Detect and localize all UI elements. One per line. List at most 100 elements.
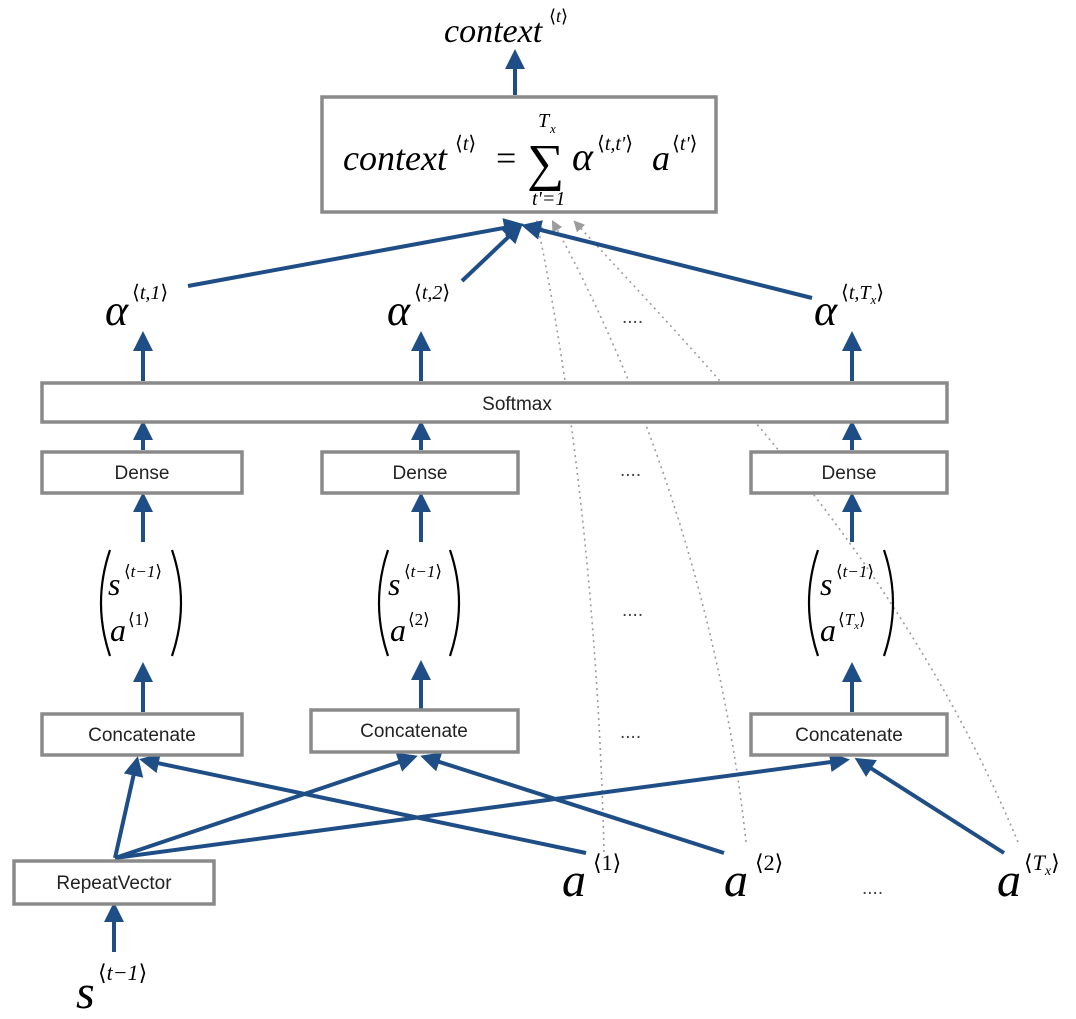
vector-2-a-sup: ⟨2⟩ [408, 610, 430, 630]
repeat-vector-box-frame [12, 859, 216, 906]
concat-vector-Tx: s ⟨t−1⟩ a ⟨Tx⟩ [807, 549, 895, 657]
vector-Tx-s-sup: ⟨t−1⟩ [836, 562, 874, 582]
formula-upper-sub: x [549, 121, 556, 136]
vector-2-s: s [388, 566, 400, 602]
arrow-alpha1-context [187, 218, 524, 288]
activation-a2-sup-text: 2 [764, 850, 775, 875]
activation-aTx: a ⟨Tx⟩ [997, 850, 1060, 907]
vector-Tx-a: a [820, 612, 836, 648]
concatenate-box-Tx-label: Concatenate [795, 725, 903, 746]
arrow-alphaTx-context [521, 220, 813, 300]
dense-box-2: Dense [320, 450, 520, 495]
formula-alpha: α [572, 134, 594, 179]
repeat-vector-box: RepeatVector [12, 859, 216, 906]
vector-2-left-paren [377, 549, 390, 657]
formula-lhs-sup: ⟨t⟩ [455, 131, 476, 155]
vector-2-a: a [390, 612, 406, 648]
arrows [104, 49, 1006, 952]
dense-box-Tx: Dense [749, 450, 949, 495]
dotted-a2-to-context [551, 220, 747, 843]
context-output-sup-t: t [556, 6, 562, 26]
vector-2-s-sup-text: t−1 [411, 562, 436, 581]
activation-aTx-sup: ⟨Tx⟩ [1024, 850, 1060, 879]
decoder-state-input: s ⟨t−1⟩ [76, 960, 147, 1019]
activation-aTx-sup-text: T [1033, 850, 1047, 875]
formula-upper-limit: T [538, 110, 551, 132]
arrow-repeat-concat2 [114, 752, 418, 860]
vector-1-a-sup: ⟨1⟩ [128, 610, 150, 630]
alpha-2-symbol: α [387, 286, 411, 335]
formula-a: a [652, 138, 670, 178]
vector-1-a-sup-text: 1 [135, 610, 144, 629]
arrow-a1-concat1 [139, 753, 587, 855]
vector-1-s-sup-text: t−1 [131, 562, 156, 581]
activation-aTx-symbol: a [997, 854, 1021, 907]
arrow-alpha2-context [460, 223, 523, 283]
decoder-state-s: s [76, 966, 95, 1019]
activation-a1-sup: ⟨1⟩ [593, 850, 621, 876]
dotted-connections [533, 219, 1019, 853]
activation-a1-sup-text: 1 [602, 850, 613, 875]
concatenate-box-Tx: Concatenate [749, 712, 949, 757]
decoder-state-sup: ⟨t−1⟩ [98, 960, 147, 986]
alpha-1-symbol: α [105, 286, 129, 335]
dense-ellipsis: .... [620, 460, 641, 481]
concatenate-ellipsis: .... [620, 722, 641, 743]
softmax-box: Softmax [40, 381, 949, 424]
repeat-vector-label: RepeatVector [56, 873, 172, 894]
activation-a2-symbol: a [724, 854, 748, 907]
vector-1-left-paren [99, 549, 112, 657]
alpha-1: α ⟨t,1⟩ [105, 280, 168, 335]
formula-a-sup-text: t' [680, 133, 691, 155]
concatenate-box-Tx-frame [749, 712, 949, 757]
concatenate-box-1-label: Concatenate [88, 725, 196, 746]
context-output-sup: ⟨t⟩ [549, 6, 568, 27]
vector-Tx-a-sup: ⟨Tx⟩ [838, 610, 866, 632]
vector-Tx-s-sup-text: t−1 [843, 562, 868, 581]
activation-ellipsis: .... [862, 878, 883, 899]
vector-2-a-sup-text: 2 [415, 610, 424, 629]
activation-a1-symbol: a [562, 854, 586, 907]
dense-box-Tx-frame [749, 450, 949, 495]
dense-box-1: Dense [40, 450, 244, 495]
concatenate-box-2-label: Concatenate [360, 721, 468, 742]
arrow-aTx-concatTx [854, 757, 1006, 855]
dense-box-Tx-label: Dense [822, 463, 877, 484]
alpha-2-sup-text: t,2 [422, 282, 443, 304]
context-box-frame [320, 95, 718, 214]
vector-1-a: a [110, 612, 126, 648]
formula-alpha-sup-text: t,t' [605, 133, 626, 155]
arrow-repeat-concatTx [114, 752, 850, 860]
vector-Tx-left-paren [807, 549, 820, 657]
dense-box-1-frame [40, 450, 244, 495]
dense-box-1-label: Dense [115, 463, 170, 484]
arrow-a2-concat2 [420, 752, 725, 855]
concat-vector-2: s ⟨t−1⟩ a ⟨2⟩ [377, 549, 461, 657]
formula-equals: = [496, 138, 516, 178]
activation-aTx-sub: x [1044, 864, 1052, 879]
alpha-ellipsis: .... [622, 307, 643, 328]
vector-1-s: s [108, 566, 120, 602]
vector-Tx-right-paren [882, 549, 895, 657]
alpha-Tx-symbol: α [814, 286, 838, 335]
alpha-Tx-sup: ⟨t,Tx⟩ [841, 280, 884, 307]
concatenate-box-2-frame [309, 708, 520, 754]
alpha-1-sup: ⟨t,1⟩ [132, 280, 168, 304]
formula-sum: ∑ [527, 135, 564, 192]
alpha-1-sup-text: t,1 [140, 282, 161, 304]
activation-a1: a ⟨1⟩ [562, 850, 621, 907]
context-output: context ⟨t⟩ [444, 6, 568, 50]
alpha-Tx-sup-text: t,T [849, 282, 873, 304]
arrow-repeat-concat1 [113, 756, 144, 859]
softmax-label: Softmax [482, 394, 552, 415]
concatenate-box-1: Concatenate [40, 712, 244, 757]
decoder-state-sup-text: t−1 [107, 960, 139, 985]
formula-lower-limit: t'=1 [532, 188, 565, 210]
vector-ellipsis: .... [622, 600, 643, 621]
alpha-Tx-sub: x [870, 292, 877, 307]
dotted-a1-to-context [533, 219, 605, 853]
vector-Tx-s: s [820, 566, 832, 602]
context-output-label: context [444, 13, 544, 50]
formula-lhs-sup-t: t [463, 133, 469, 155]
